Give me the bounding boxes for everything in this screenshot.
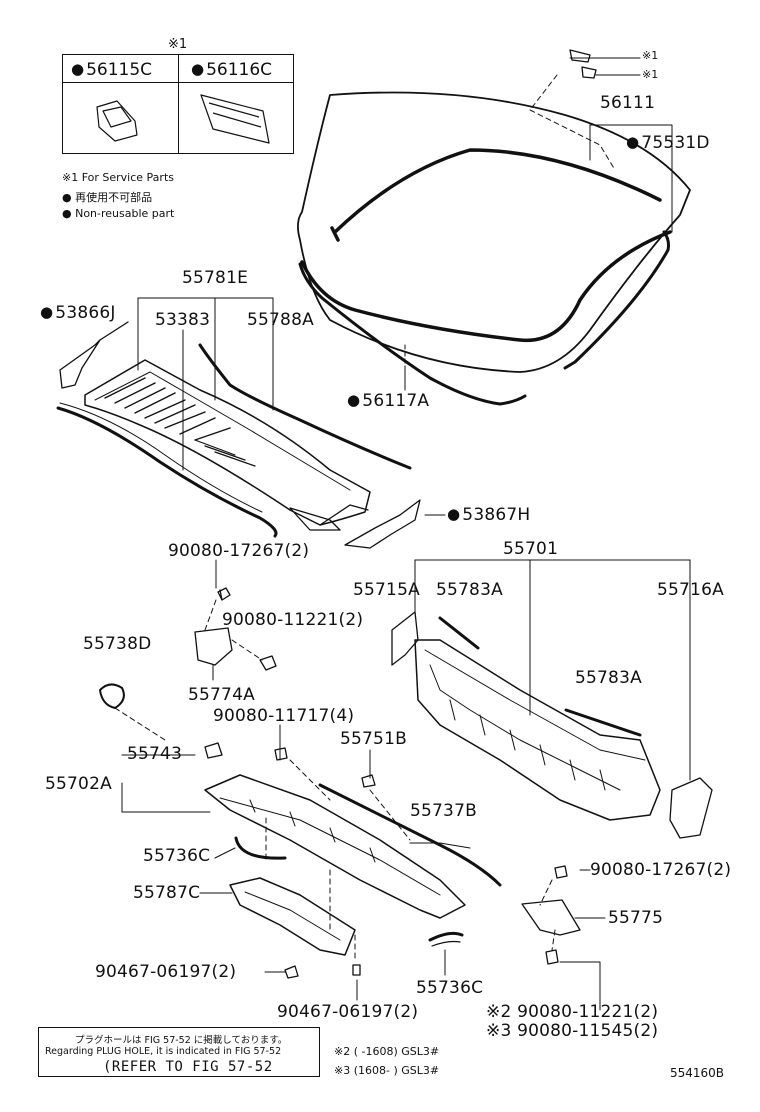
label-star1-b: ※1 xyxy=(642,68,659,81)
label-55701: 55701 xyxy=(503,539,559,559)
legend-table: 56115C 56116C xyxy=(62,54,294,154)
legend-divider xyxy=(178,55,180,153)
label-56117A: 56117A xyxy=(347,393,429,410)
label-55774A: 55774A xyxy=(188,685,255,705)
label-56111: 56111 xyxy=(600,93,656,113)
legend-note-jp: ● 再使用不可部品 xyxy=(62,191,153,204)
legend-note-en: ● Non-reusable part xyxy=(62,207,175,220)
cowl-panel xyxy=(391,611,713,839)
condition-note-3: ※3 (1608- ) GSL3# xyxy=(334,1064,440,1077)
legend-star-header: ※1 xyxy=(168,37,188,52)
cowl-louver xyxy=(56,321,421,549)
label-90080-11221-b: ※2 90080-11221(2) xyxy=(486,1002,659,1022)
label-55736C-b: 55736C xyxy=(416,978,484,998)
label-55702A: 55702A xyxy=(45,774,112,794)
label-55787C: 55787C xyxy=(133,883,201,903)
refer-note: (REFER TO FIG 57-52 xyxy=(103,1059,273,1075)
plug-hole-note: プラグホールは FIG 57-52 に掲載しております。 Regarding P… xyxy=(38,1027,320,1077)
label-75531D: 75531D xyxy=(626,135,710,152)
lower-left-parts xyxy=(99,587,581,979)
condition-note-2: ※2 ( -1608) GSL3# xyxy=(334,1045,440,1058)
label-53383: 53383 xyxy=(155,310,211,330)
label-55715A: 55715A xyxy=(353,580,420,600)
label-90080-11221-a: 90080-11221(2) xyxy=(222,610,364,630)
label-55743: 55743 xyxy=(127,744,183,764)
legend-col2-label: 56116C xyxy=(191,60,272,80)
figure-code: 554160B xyxy=(670,1066,725,1080)
label-55736C-a: 55736C xyxy=(143,846,211,866)
label-55738D: 55738D xyxy=(83,634,152,654)
label-55716A: 55716A xyxy=(657,580,724,600)
label-90467-06197-b: 90467-06197(2) xyxy=(277,1002,419,1022)
label-53866J: 53866J xyxy=(40,305,116,322)
label-55775: 55775 xyxy=(608,908,664,928)
label-55788A: 55788A xyxy=(247,310,314,330)
plug-note-en: Regarding PLUG HOLE, it is indicated in … xyxy=(45,1046,282,1057)
label-90080-17267-b: 90080-17267(2) xyxy=(590,860,732,880)
label-55783A-b: 55783A xyxy=(575,668,642,688)
label-53867H: 53867H xyxy=(447,507,530,524)
label-90080-11717: 90080-11717(4) xyxy=(213,706,355,726)
legend-part-drawings xyxy=(96,94,270,144)
label-star1-a: ※1 xyxy=(642,49,659,62)
leader-lines xyxy=(114,57,691,1011)
label-55783A-a: 55783A xyxy=(436,580,503,600)
legend-note-service: ※1 For Service Parts xyxy=(62,171,174,184)
label-90080-17267-a: 90080-17267(2) xyxy=(168,541,310,561)
label-55751B: 55751B xyxy=(340,729,407,749)
windshield-glass xyxy=(297,49,691,406)
legend-col1-label: 56115C xyxy=(71,60,152,80)
plug-note-jp: プラグホールは FIG 57-52 に掲載しております。 xyxy=(75,1035,288,1046)
label-90467-06197-a: 90467-06197(2) xyxy=(95,962,237,982)
label-55737B: 55737B xyxy=(410,801,477,821)
label-55781E: 55781E xyxy=(182,268,249,288)
label-90080-11545: ※3 90080-11545(2) xyxy=(486,1021,659,1041)
